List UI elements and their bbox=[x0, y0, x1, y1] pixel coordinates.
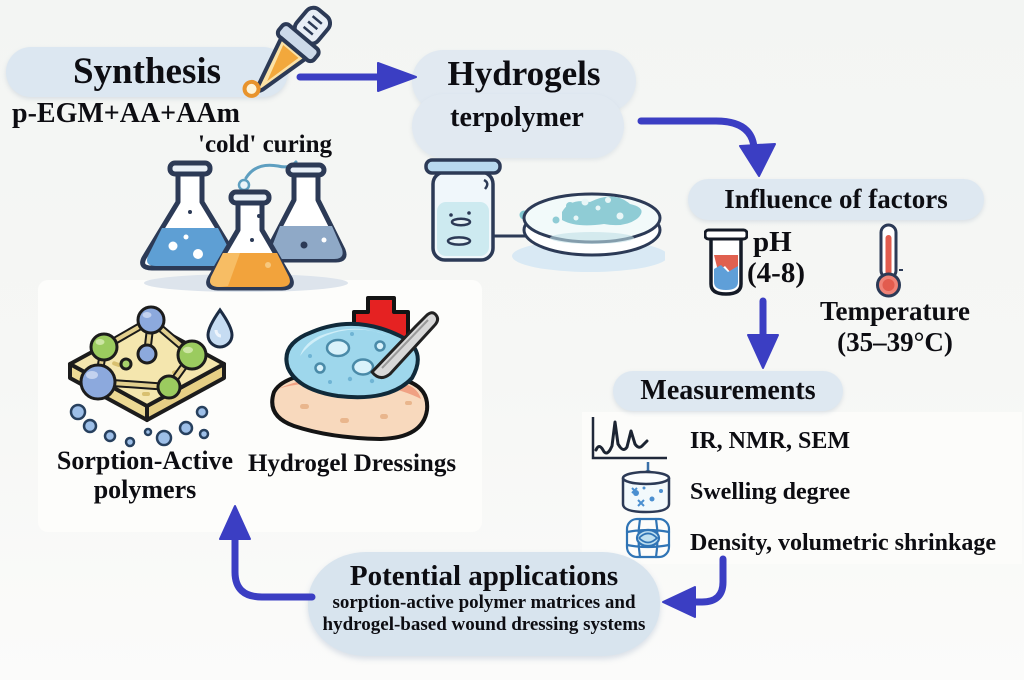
sorption-label-line2: polymers bbox=[93, 475, 197, 504]
synthesis-reagents: p-EGM+AA+AAm bbox=[12, 98, 240, 129]
hydrogels-bubble: Hydrogels terpolymer bbox=[412, 50, 638, 160]
synthesis-title: Synthesis bbox=[72, 51, 222, 92]
hydrogels-title: Hydrogels bbox=[447, 54, 601, 93]
thermometer-icon bbox=[876, 223, 903, 298]
influence-title: Influence of factors bbox=[724, 184, 948, 214]
applications-subtitle-2: hydrogel-based wound dressing systems bbox=[322, 614, 646, 635]
arrow-influence-to-measurements bbox=[747, 297, 779, 369]
beaker-petri-icon bbox=[424, 158, 665, 272]
arrow-measurements-to-applications bbox=[662, 555, 727, 618]
temperature-word: Temperature bbox=[820, 296, 970, 326]
spectrum-icon bbox=[591, 417, 667, 460]
synthesis-pill: Synthesis bbox=[6, 47, 288, 97]
applications-subtitle-1: sorption-active polymer matrices and bbox=[332, 592, 636, 613]
sorption-label: Sorption-Active polymers bbox=[40, 446, 250, 504]
measurement-label-swelling: Swelling degree bbox=[690, 479, 851, 505]
dropper-icon bbox=[242, 5, 333, 98]
ph-label: pH bbox=[753, 226, 792, 258]
mesh-cube-icon bbox=[625, 517, 671, 559]
synthesis-curing: 'cold' curing bbox=[198, 131, 333, 158]
swelling-beaker-icon bbox=[621, 462, 671, 514]
hydrogels-subtitle: terpolymer bbox=[450, 102, 584, 133]
flasks-icon bbox=[140, 160, 348, 292]
ph-range: (4-8) bbox=[747, 257, 805, 289]
measurements-pill: Measurements bbox=[613, 371, 843, 411]
sorption-polymer-icon bbox=[68, 305, 234, 448]
sorption-label-line1: Sorption-Active bbox=[56, 446, 234, 475]
influence-pill: Influence of factors bbox=[688, 179, 984, 220]
applications-bubble: Potential applications sorption-active p… bbox=[308, 552, 660, 656]
measurements-title: Measurements bbox=[640, 375, 816, 406]
temperature-label: Temperature (35–39°C) bbox=[810, 296, 980, 358]
measurement-label-density: Density, volumetric shrinkage bbox=[690, 530, 996, 556]
ph-tube-icon bbox=[704, 228, 748, 296]
temperature-range: (35–39°C) bbox=[837, 327, 953, 357]
measurement-label-spectroscopy: IR, NMR, SEM bbox=[690, 428, 850, 454]
applications-title: Potential applications bbox=[349, 560, 619, 592]
dressing-label: Hydrogel Dressings bbox=[247, 450, 457, 477]
hydrogel-dressing-icon bbox=[270, 296, 440, 442]
